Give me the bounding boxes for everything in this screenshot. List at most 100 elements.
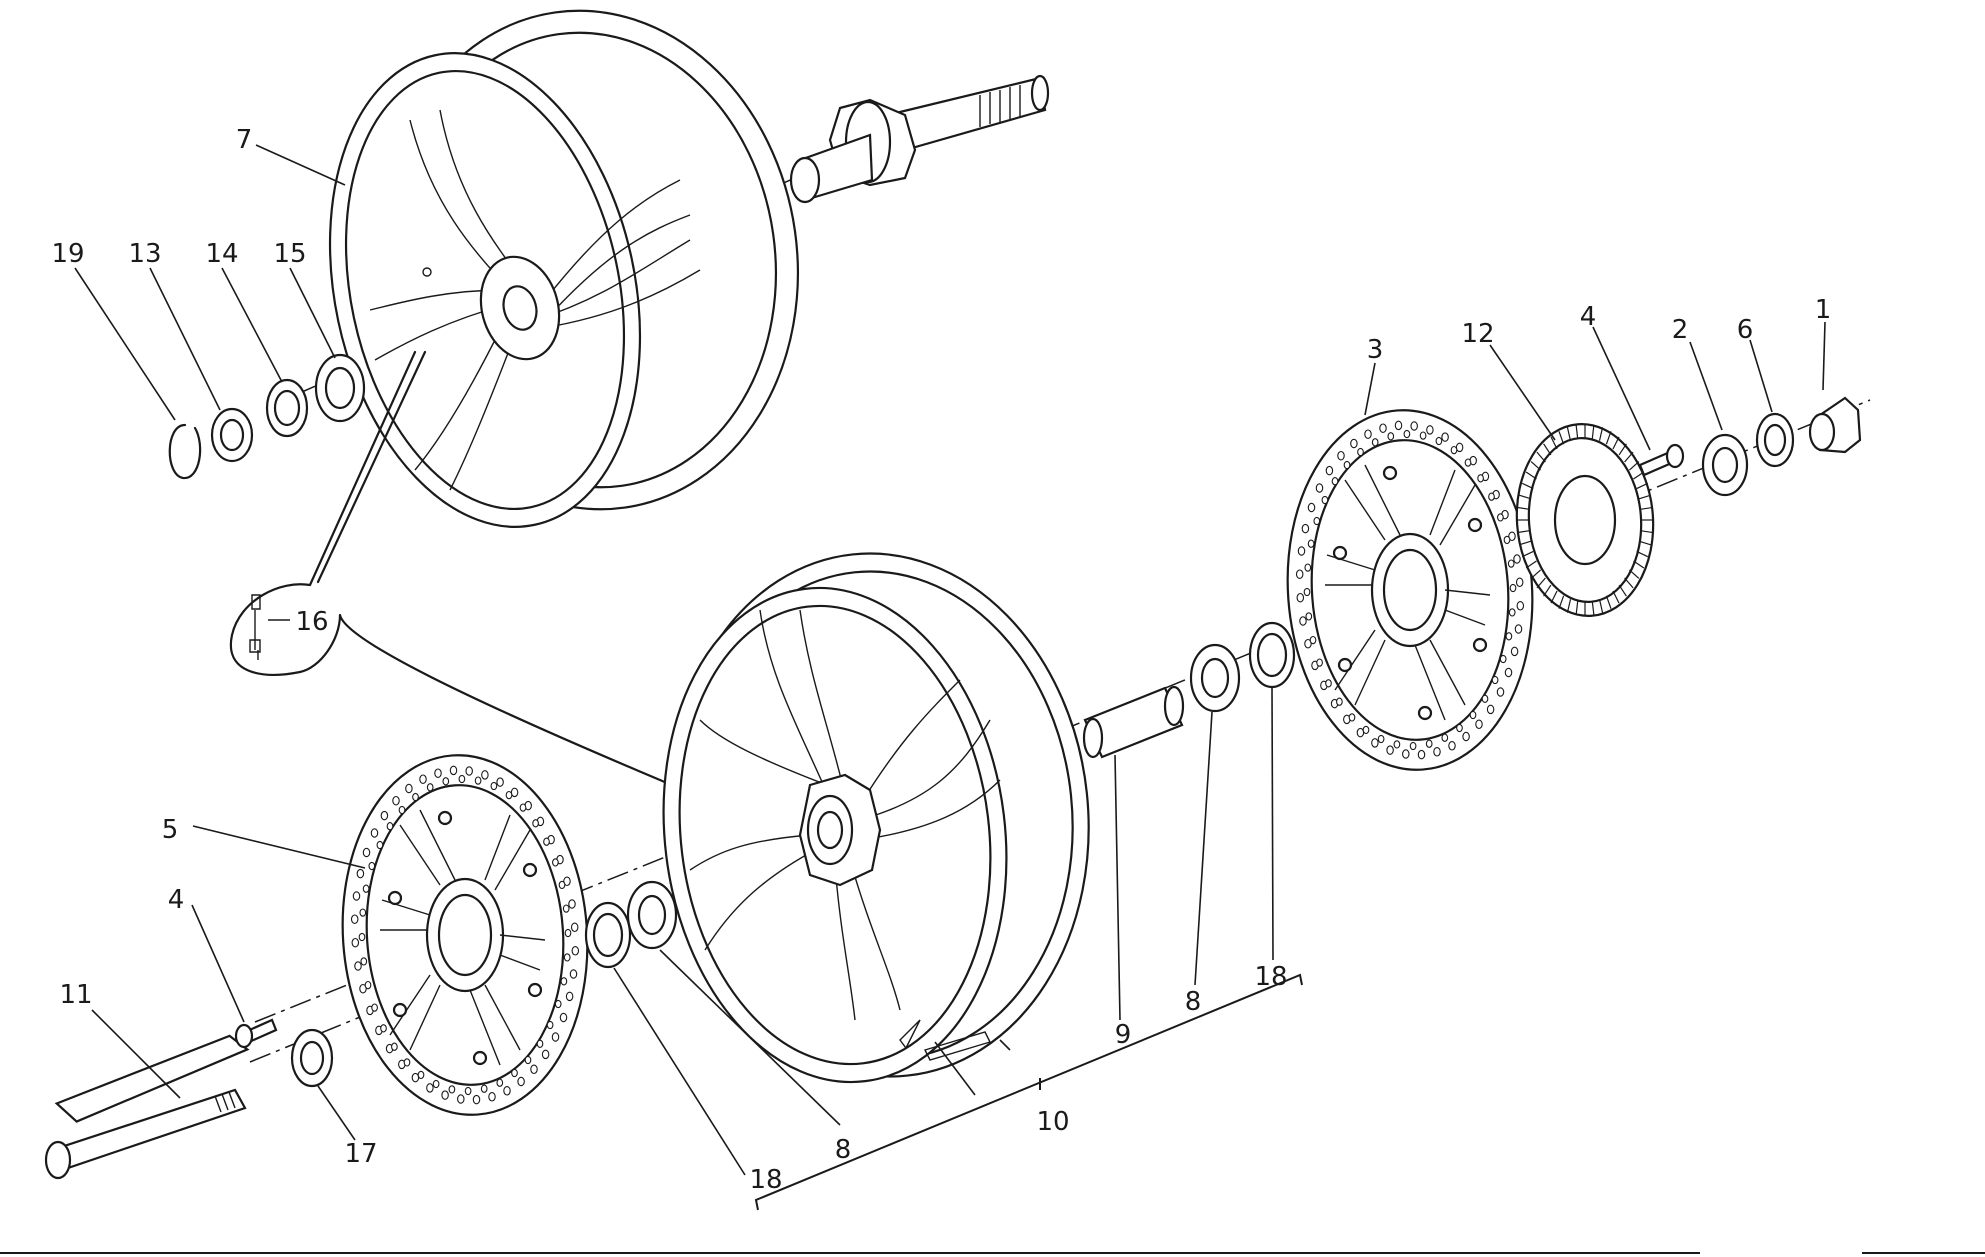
drill-hole bbox=[496, 1078, 504, 1087]
drill-hole bbox=[571, 946, 580, 956]
phonic-tooth bbox=[1575, 601, 1579, 616]
phonic-tooth bbox=[1558, 595, 1565, 609]
drill-hole bbox=[449, 765, 458, 776]
callout-4-right: 4 bbox=[1580, 302, 1597, 332]
drill-hole bbox=[1304, 563, 1312, 572]
drill-hole bbox=[554, 999, 562, 1009]
drill-hole bbox=[1450, 445, 1458, 455]
drill-hole bbox=[1475, 719, 1483, 730]
callout-9: 9 bbox=[1115, 1020, 1132, 1050]
phonic-tooth bbox=[1550, 436, 1558, 450]
phonic-tooth bbox=[1519, 540, 1532, 546]
phonic-tooth bbox=[1618, 584, 1627, 597]
drill-hole bbox=[524, 1055, 532, 1065]
drill-hole bbox=[391, 1042, 398, 1051]
drill-hole bbox=[1296, 592, 1305, 603]
drill-hole bbox=[405, 783, 413, 794]
drill-hole bbox=[1379, 423, 1387, 433]
drill-hole bbox=[1507, 559, 1515, 568]
phonic-tooth bbox=[1517, 530, 1530, 534]
drill-hole bbox=[380, 1024, 387, 1033]
phonic-tooth bbox=[1624, 577, 1634, 589]
drill-hole bbox=[1299, 616, 1307, 626]
callout-13: 13 bbox=[128, 239, 161, 269]
drill-hole bbox=[1448, 741, 1456, 751]
drill-hole bbox=[546, 1020, 554, 1030]
drill-hole bbox=[1469, 710, 1477, 720]
drill-hole bbox=[1491, 675, 1499, 685]
front-axle bbox=[44, 1034, 250, 1180]
callout-11: 11 bbox=[59, 980, 92, 1010]
drill-hole bbox=[1456, 723, 1463, 733]
drill-hole bbox=[1393, 740, 1401, 749]
front-disc-right-holes bbox=[1295, 420, 1525, 760]
callout-16: 16 bbox=[295, 607, 328, 637]
drill-hole bbox=[370, 828, 379, 838]
drill-hole bbox=[1377, 734, 1385, 744]
left-spacer bbox=[290, 1028, 334, 1088]
callout-18-right: 18 bbox=[1254, 962, 1287, 992]
callout-4-left: 4 bbox=[168, 885, 185, 915]
callout-3: 3 bbox=[1367, 335, 1384, 365]
front-spacer bbox=[1082, 685, 1185, 759]
drill-hole bbox=[1362, 725, 1370, 735]
drill-hole bbox=[350, 914, 359, 924]
drill-hole bbox=[503, 1086, 511, 1096]
drill-hole bbox=[530, 1064, 538, 1075]
drill-hole bbox=[1315, 483, 1324, 493]
drill-hole bbox=[541, 1049, 550, 1060]
phonic-tooth bbox=[1598, 427, 1604, 441]
drill-hole bbox=[558, 880, 566, 890]
drill-hole bbox=[551, 1032, 560, 1042]
phonic-tooth bbox=[1618, 443, 1627, 456]
drill-hole bbox=[1403, 429, 1411, 439]
drill-hole bbox=[354, 961, 362, 971]
phonic-tooth bbox=[1605, 431, 1612, 445]
drill-hole bbox=[371, 1003, 378, 1012]
drill-hole bbox=[1514, 624, 1523, 634]
drill-hole bbox=[1419, 431, 1427, 440]
abs-phonic-wheel bbox=[1515, 423, 1655, 617]
drill-hole bbox=[442, 777, 450, 786]
drill-hole bbox=[1504, 667, 1513, 678]
drill-hole bbox=[411, 1072, 420, 1083]
drill-hole bbox=[1307, 539, 1315, 548]
drill-hole bbox=[368, 861, 376, 871]
drill-hole bbox=[1464, 458, 1472, 467]
callout-12: 12 bbox=[1461, 319, 1494, 349]
drill-hole bbox=[1387, 432, 1395, 441]
drill-hole bbox=[364, 980, 372, 990]
drill-hole bbox=[474, 776, 482, 785]
drill-hole bbox=[362, 884, 370, 893]
drill-hole bbox=[511, 1068, 518, 1078]
callout-18-left: 18 bbox=[749, 1165, 782, 1195]
phonic-tooth bbox=[1525, 560, 1537, 569]
drill-hole bbox=[1356, 727, 1365, 738]
drill-hole bbox=[426, 1083, 434, 1093]
phonic-tooth bbox=[1558, 431, 1565, 445]
phonic-tooth bbox=[1591, 424, 1595, 439]
drill-hole bbox=[519, 803, 527, 812]
phonic-tooth bbox=[1521, 550, 1534, 558]
drill-hole bbox=[552, 858, 559, 867]
phonic-tooth bbox=[1575, 424, 1579, 439]
drill-hole bbox=[1499, 654, 1507, 664]
drill-hole bbox=[1441, 432, 1449, 442]
drill-hole bbox=[1508, 608, 1516, 617]
drill-hole bbox=[1321, 495, 1329, 505]
drill-hole bbox=[465, 766, 473, 776]
drill-hole bbox=[1348, 713, 1356, 722]
drill-hole bbox=[432, 1079, 440, 1089]
rear-wheel bbox=[328, 9, 800, 528]
phonic-tooth bbox=[1543, 443, 1552, 456]
drill-hole bbox=[505, 790, 513, 800]
callout-6: 6 bbox=[1737, 315, 1754, 345]
drill-hole bbox=[564, 928, 572, 938]
drill-hole bbox=[448, 1085, 456, 1094]
drill-hole bbox=[1386, 745, 1394, 755]
drill-hole bbox=[360, 957, 368, 966]
drill-hole bbox=[1343, 460, 1351, 470]
front-seal-right bbox=[1248, 621, 1296, 689]
drill-hole bbox=[392, 795, 400, 806]
drill-hole bbox=[1477, 474, 1484, 483]
